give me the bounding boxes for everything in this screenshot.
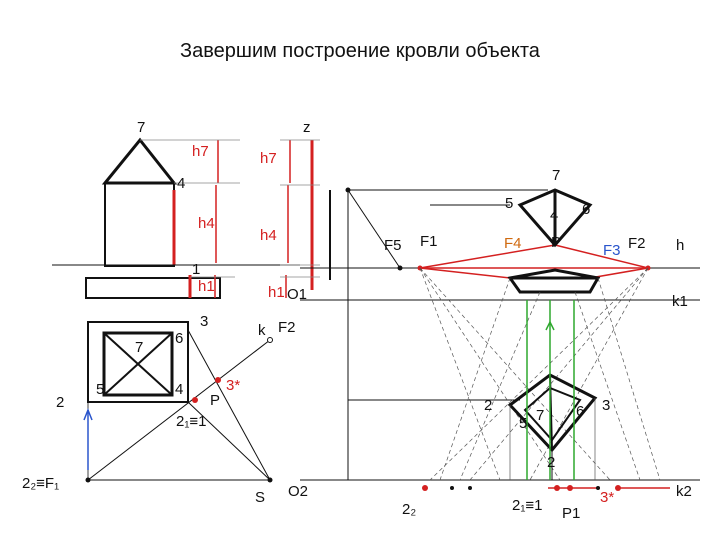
label-7-low: 7 [536, 407, 544, 424]
label-1-front: 1 [192, 261, 200, 278]
label-f5: F5 [384, 237, 402, 254]
label-22-f1: 2₂≡F₁ [22, 475, 59, 492]
label-6-persp: 6 [582, 201, 590, 218]
label-h7-a: h7 [192, 143, 209, 160]
z-axis-construction [280, 139, 331, 298]
perspective-roof [417, 188, 651, 294]
label-4-persp: 4 [550, 207, 558, 224]
label-2-low: 2 [547, 454, 555, 471]
label-h7-b: h7 [260, 150, 277, 167]
wall-front [104, 182, 175, 267]
vanishing-rays [419, 267, 661, 481]
roof-triangle-front [101, 137, 178, 185]
label-5-top: 5 [96, 381, 104, 398]
label-7-top: 7 [135, 339, 143, 356]
label-2-persp: 2 [484, 397, 492, 414]
label-3-top: 3 [200, 313, 208, 330]
label-h1-a: h1 [198, 278, 215, 295]
labels: 7 h7 h7 4 h4 h4 1 h1 h1 z O1 k F2 3 6 7 … [22, 119, 692, 522]
label-o1: O1 [287, 286, 307, 303]
label-f1: F1 [420, 233, 438, 250]
label-p-top: P [210, 392, 220, 409]
label-h4-b: h4 [260, 227, 277, 244]
label-k1: k1 [672, 293, 688, 310]
perspective-frame [300, 187, 700, 481]
label-22-bottom: 2₂ [402, 501, 416, 518]
label-f4: F4 [504, 235, 522, 252]
label-21-1-bottom: 2₁≡1 [512, 497, 543, 514]
label-21-1: 2₁≡1 [176, 413, 207, 430]
label-p-persp: P [551, 234, 561, 251]
label-6-low: 6 [576, 403, 584, 420]
label-f2-top: F2 [278, 319, 296, 336]
label-h4-a: h4 [198, 215, 215, 232]
label-k: k [258, 322, 266, 339]
perspective-plan [507, 300, 598, 480]
label-7-persp: 7 [552, 167, 560, 184]
label-5-low: 5 [519, 415, 527, 432]
label-3star: 3* [226, 377, 240, 394]
label-s: S [255, 489, 265, 506]
label-o2: O2 [288, 483, 308, 500]
page-title: Завершим построение кровли объекта [180, 40, 540, 62]
label-3-low: 3 [602, 397, 610, 414]
label-4-top: 4 [175, 381, 183, 398]
label-h: h [676, 237, 684, 254]
label-p1: P1 [562, 505, 580, 522]
label-z: z [303, 119, 311, 136]
label-f3: F3 [603, 242, 621, 259]
base-front [85, 277, 221, 299]
label-k2: k2 [676, 483, 692, 500]
label-6-top: 6 [175, 330, 183, 347]
label-5-persp: 5 [505, 195, 513, 212]
label-7-front: 7 [137, 119, 145, 136]
label-2-top: 2 [56, 394, 64, 411]
bottom-points [422, 485, 670, 491]
label-3star-bottom: 3* [600, 489, 614, 506]
label-4-front: 4 [177, 175, 185, 192]
label-f2-right: F2 [628, 235, 646, 252]
front-elevation [52, 137, 300, 299]
label-h1-b: h1 [268, 284, 285, 301]
plan-view [83, 321, 273, 483]
